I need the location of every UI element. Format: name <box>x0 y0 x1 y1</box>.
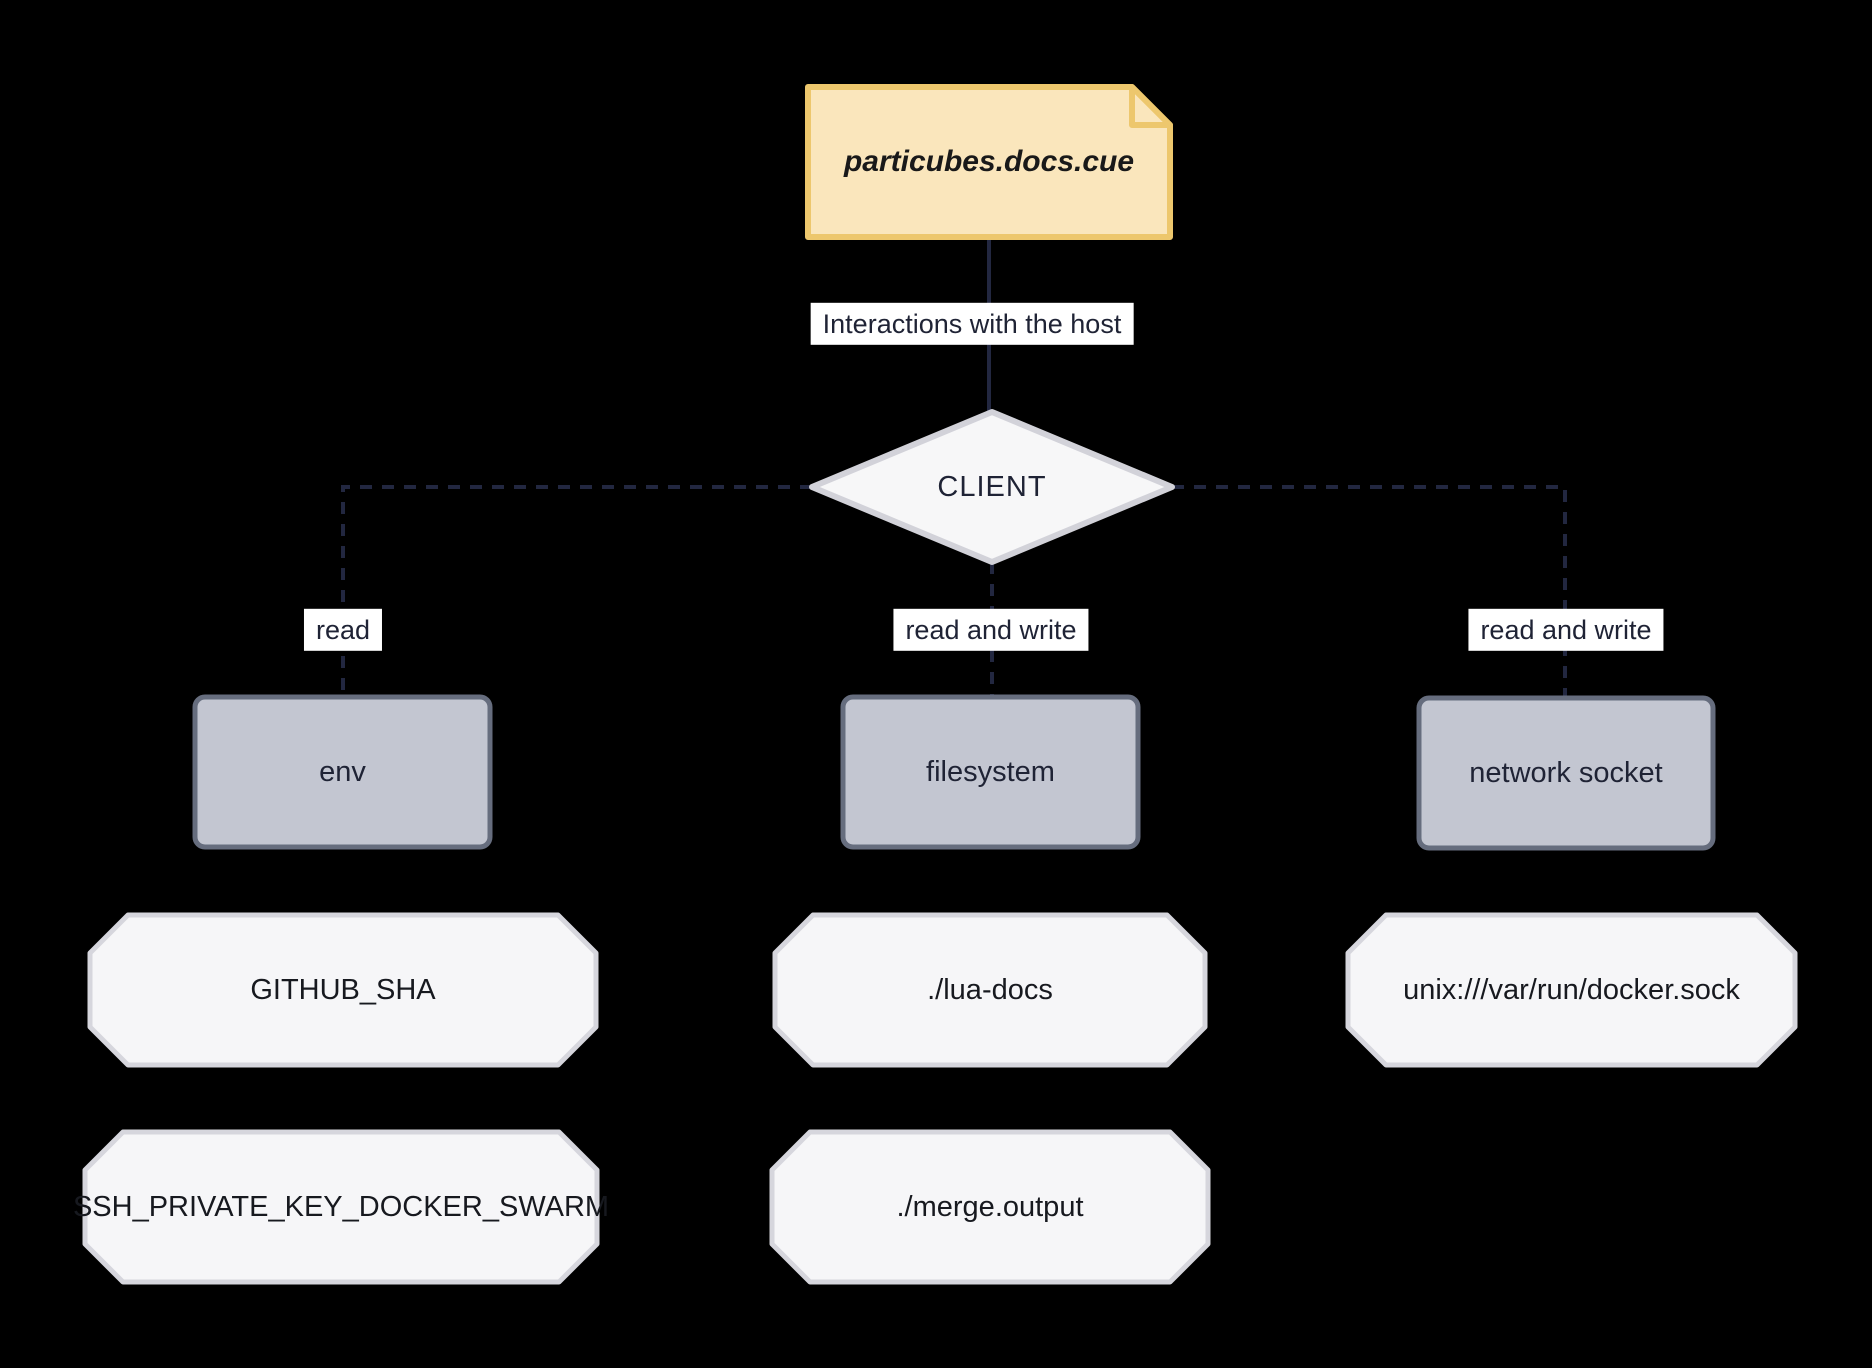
note-fold-icon <box>1129 84 1173 128</box>
client-diamond-shape <box>809 409 1175 565</box>
resource-docker-sock-shape <box>1345 912 1798 1068</box>
resource-merge-output-shape <box>769 1129 1211 1285</box>
note-shape <box>805 84 1173 240</box>
edge-client-to-env <box>341 485 812 697</box>
host-network-socket-shape <box>1416 695 1716 851</box>
resource-github-sha-shape <box>87 912 599 1068</box>
host-filesystem-shape <box>840 694 1141 850</box>
host-env-shape <box>192 694 493 850</box>
resource-lua-docs-shape <box>772 912 1208 1068</box>
resource-ssh-key-shape <box>82 1129 600 1285</box>
edge-client-to-network-socket <box>1172 485 1567 698</box>
